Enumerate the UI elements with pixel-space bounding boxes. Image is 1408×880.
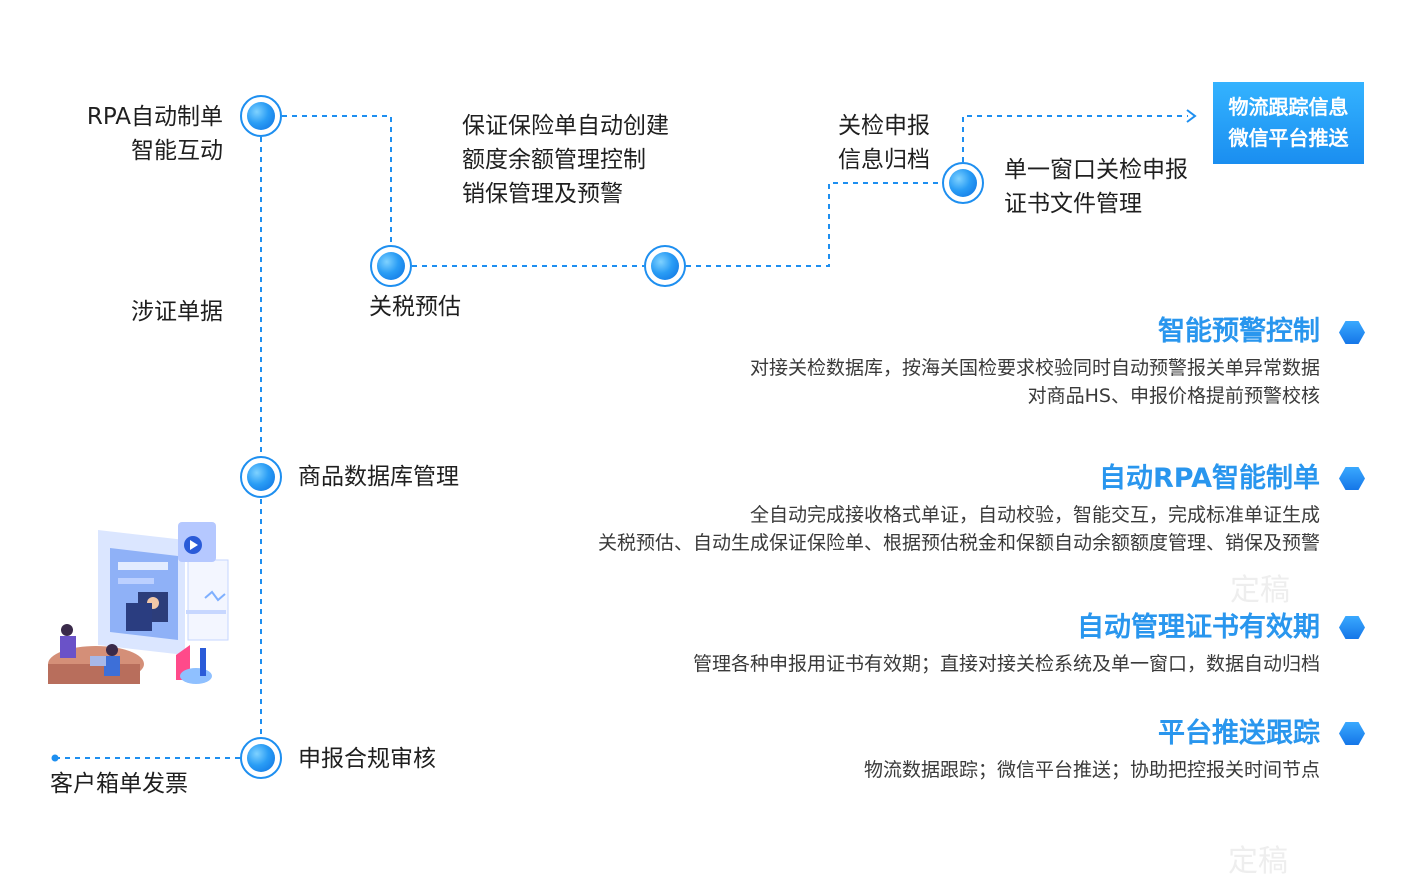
office-meeting-illustration-icon xyxy=(48,522,229,684)
line-guarantee-to-inspect xyxy=(686,182,941,267)
arrow-head-icon xyxy=(1186,109,1197,123)
feature-title: 平台推送跟踪 xyxy=(1158,718,1320,749)
feature-platform-push: 平台推送跟踪 物流数据跟踪；微信平台推送；协助把控报关时间节点 xyxy=(864,716,1320,784)
hexagon-bullet-icon xyxy=(1339,321,1365,344)
rpa-node-icon xyxy=(240,95,282,137)
commodity-db-label: 商品数据库管理 xyxy=(298,464,459,490)
inspect-node-icon xyxy=(942,162,984,204)
watermark: 定稿 xyxy=(1228,844,1288,879)
feature-desc: 管理各种申报用证书有效期；直接对接关检系统及单一窗口，数据自动归档 xyxy=(692,653,1320,675)
tariff-node-icon xyxy=(370,245,412,287)
feature-desc: 关税预估、自动生成保证保险单、根据预估税金和保额自动余额额度管理、销保及预警 xyxy=(597,532,1320,554)
watermark: 定稿 xyxy=(1230,573,1290,608)
docs-label: 涉证单据 xyxy=(131,299,223,325)
single-window-label: 单一窗口关检申报 证书文件管理 xyxy=(1004,157,1188,217)
guarantee-node-icon xyxy=(644,245,686,287)
hexagon-bullet-icon xyxy=(1339,467,1365,490)
feature-desc: 对接关检数据库，按海关国检要求校验同时自动预警报关单异常数据 xyxy=(749,357,1320,379)
feature-desc: 对商品HS、申报价格提前预警校核 xyxy=(1027,385,1320,407)
feature-auto-rpa: 自动RPA智能制单 全自动完成接收格式单证，自动校验，智能交互，完成标准单证生成… xyxy=(598,461,1320,557)
feature-title: 智能预警控制 xyxy=(1158,316,1320,347)
logistics-tag: 物流跟踪信息 微信平台推送 xyxy=(1213,82,1364,164)
line-rpa-to-tariff xyxy=(282,115,392,245)
feature-desc: 物流数据跟踪；微信平台推送；协助把控报关时间节点 xyxy=(863,759,1320,781)
rpa-label: RPA自动制单 智能互动 xyxy=(86,104,223,164)
compliance-label: 申报合规审核 xyxy=(298,746,436,772)
start-dot-icon xyxy=(51,754,59,762)
inspect-label: 关检申报 信息归档 xyxy=(838,113,930,173)
guarantee-label: 保证保险单自动创建 额度余额管理控制 销保管理及预警 xyxy=(462,113,669,207)
customer-label: 客户箱单发票 xyxy=(50,771,188,797)
commodity-node-icon xyxy=(240,456,282,498)
hexagon-bullet-icon xyxy=(1339,616,1365,639)
feature-title: 自动管理证书有效期 xyxy=(1077,612,1320,643)
feature-smart-warning: 智能预警控制 对接关检数据库，按海关国检要求校验同时自动预警报关单异常数据 对商… xyxy=(750,314,1320,410)
feature-title: 自动RPA智能制单 xyxy=(1099,463,1320,494)
feature-certificate: 自动管理证书有效期 管理各种申报用证书有效期；直接对接关检系统及单一窗口，数据自… xyxy=(693,610,1320,678)
hexagon-bullet-icon xyxy=(1339,722,1365,745)
tariff-label: 关税预估 xyxy=(369,294,461,320)
feature-desc: 全自动完成接收格式单证，自动校验，智能交互，完成标准单证生成 xyxy=(749,504,1320,526)
compliance-node-icon xyxy=(240,737,282,779)
